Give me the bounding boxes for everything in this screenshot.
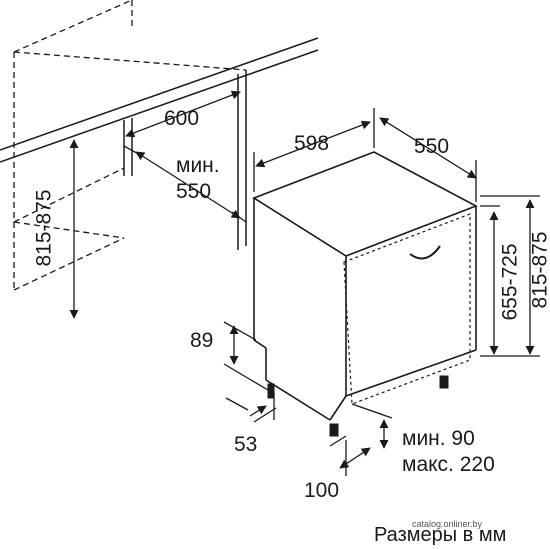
appliance-height-dim [480, 195, 540, 357]
appliance-height-label: 815-875 [528, 231, 550, 309]
appliance-depth-dim [379, 117, 477, 202]
door-height-dim [480, 205, 500, 355]
door-height-label: 655-725 [498, 243, 522, 321]
appliance-width-label: 598 [294, 132, 330, 155]
units-caption: Размеры в мм [374, 524, 507, 546]
feet [267, 375, 449, 437]
niche-depth-label: 550 [176, 180, 212, 203]
door-panel [343, 213, 471, 405]
niche-width-label: 600 [164, 107, 200, 130]
niche-depth-prefix: мин. [176, 154, 220, 177]
plinth-depth-label: 100 [304, 479, 340, 502]
foot-offset-label: 53 [234, 433, 258, 456]
plinth-max-label: макс. 220 [402, 453, 495, 476]
appliance-depth-label: 550 [414, 135, 450, 158]
niche-depth-bracket [123, 145, 247, 223]
appliance-width-dim [253, 108, 375, 192]
plinth-depth-dim [329, 435, 371, 476]
niche-height-label: 815-875 [32, 189, 56, 267]
dishwasher-body [252, 151, 478, 421]
plinth-height-dim [223, 321, 269, 391]
watermark: catalog.onliner.by [412, 519, 483, 529]
plinth-height-label: 89 [190, 329, 214, 352]
niche-outline [13, 0, 247, 291]
niche-width-dim [125, 90, 241, 138]
foot-offset-dim [225, 392, 277, 423]
plinth-min-label: мин. 90 [402, 427, 475, 450]
plinth-range-dim [351, 403, 393, 449]
